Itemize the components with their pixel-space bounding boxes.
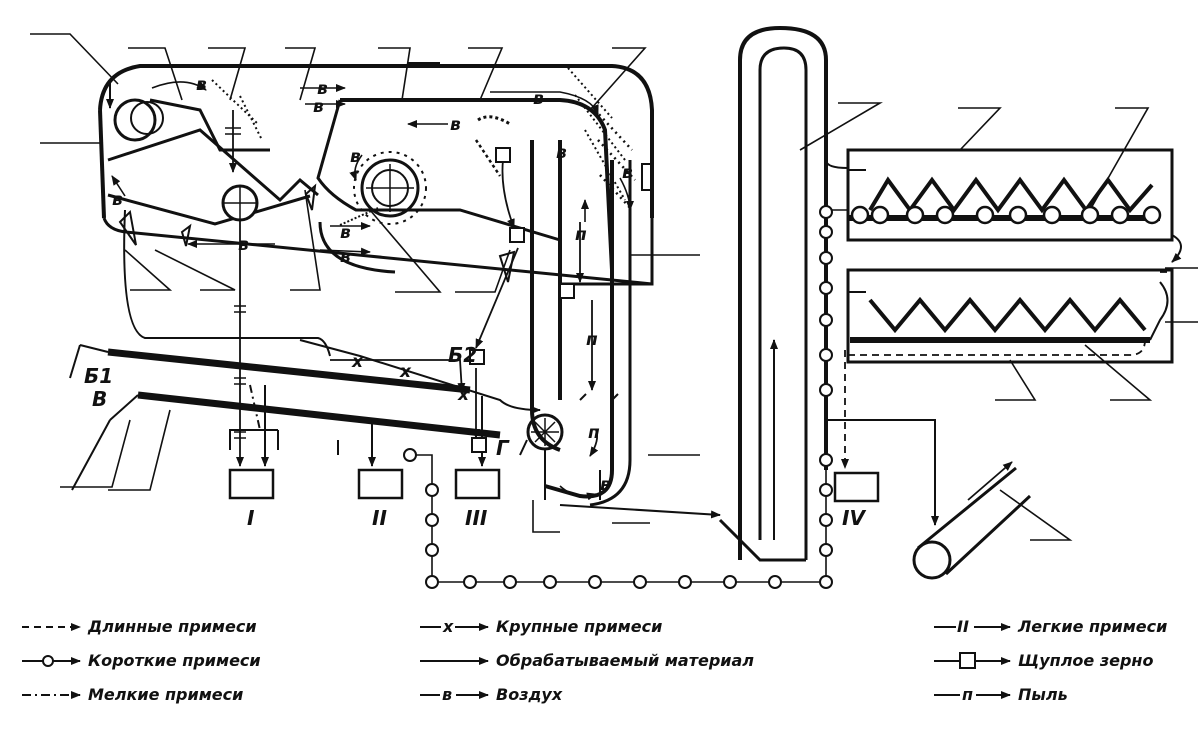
valves [118,183,619,401]
trieur-lower [846,268,1174,364]
air-mark: в [556,143,567,163]
air-mark: в [450,115,461,135]
flow-long [841,271,1172,469]
air-mark: в [600,475,611,495]
flow-large [330,359,466,393]
conveyor [912,461,1032,580]
large-mark: х [457,385,470,405]
legend-label: Щуплое зерно [1018,651,1153,670]
bin-4 [833,471,880,503]
air-mark: в [622,163,633,183]
air-mark: в [340,223,351,243]
fan-wheel [353,151,427,225]
drums [113,98,259,222]
air-mark: в [196,75,207,95]
dust-mark: п [575,225,587,245]
legend-marker: п [962,685,973,704]
bin-4-label: IV [842,506,866,530]
sieves [69,344,501,491]
legend-item-air: в Воздух [420,685,563,704]
large-mark: х [399,362,412,382]
large-mark: х [351,352,364,372]
bin-labels: I II III IV [247,506,866,530]
leader-lines [30,33,1198,541]
flow-air [111,81,634,501]
legend-marker: II [957,617,969,636]
air-mark: в [533,89,544,109]
legend-label: Мелкие примеси [88,685,243,704]
flow-dust [576,222,599,457]
dust-mark: п [588,423,600,443]
air-mark: в [313,97,324,117]
bin-1-label: I [247,506,255,530]
dust-mark: п [586,330,598,350]
label-b2: Б2 [448,343,477,367]
legend-marker: в [442,685,452,704]
air-mark: в [350,147,361,167]
flow-light [225,110,246,467]
legend-label: Воздух [496,685,563,704]
bin-3 [454,468,501,500]
elevator [718,25,828,562]
short-impurity-circles [403,205,833,589]
legend-marker: х [442,617,454,636]
legend-item-long: Длинные примеси [22,617,257,636]
part-labels: Б1 Б2 В Г [84,343,510,460]
label-v: В [92,387,107,411]
label-g: Г [496,436,510,460]
bin-2 [357,468,404,500]
shriveled-squares [469,147,575,453]
air-markers: в в в в в в в в в в в в в [112,75,633,495]
legend-label: Короткие примеси [88,651,261,670]
legend-item-fine: Мелкие примеси [22,685,243,704]
legend-label: Длинные примеси [87,617,257,636]
collection-bins [228,468,880,503]
flow-material [106,80,1182,526]
dust-markers: п п п [575,225,600,443]
trieur-upper-rollers [850,205,1162,225]
legend-item-dust: п Пыль [934,685,1068,704]
legend-item-light: II Легкие примеси [934,617,1167,636]
air-mark: в [340,247,351,267]
legend-label: Пыль [1018,685,1068,704]
legend: Длинные примеси х Крупные примеси II Лег… [22,617,1167,704]
air-mark: в [317,79,328,99]
legend-label: Легкие примеси [1017,617,1167,636]
legend-item-shriveled: Щуплое зерно [934,651,1153,670]
bin-3-label: III [465,506,488,530]
bin-2-label: II [372,506,387,530]
legend-label: Обрабатываемый материал [496,651,754,670]
rotary-feeder [519,413,564,500]
trieur-upper [846,148,1174,242]
large-markers: х х х [351,352,470,405]
legend-item-large: х Крупные примеси [420,617,662,636]
label-b1: Б1 [84,364,113,388]
legend-label: Крупные примеси [496,617,662,636]
bin-1 [228,468,275,500]
legend-item-short: Короткие примеси [22,651,261,670]
air-mark: в [238,235,249,255]
legend-item-material: Обрабатываемый материал [420,651,754,670]
air-mark: в [112,190,123,210]
